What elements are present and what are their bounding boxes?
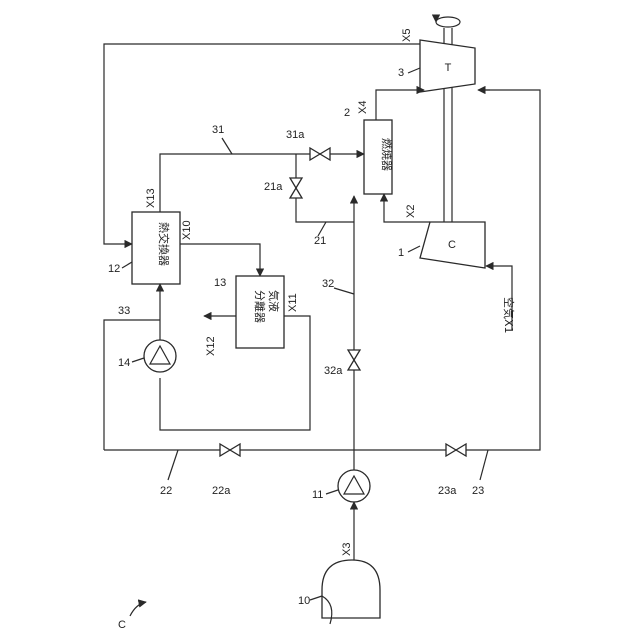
line-31 [160,154,364,212]
compressor-symbol: C [448,239,456,251]
turbine-ref-leader [408,68,420,73]
stream-x4-label: X4 [357,101,369,114]
stream-x13-label: X13 [145,188,157,208]
turbine-symbol: T [445,62,452,74]
flow-x11 [160,316,310,430]
line-23-ref: 23 [472,485,484,497]
line-23-leader [480,450,488,480]
pump-14-ref: 14 [118,357,130,369]
valve-21a-icon [290,178,302,198]
line-33-ref: 33 [118,305,130,317]
line-32-ref: 32 [322,278,334,290]
line-31-leader [222,138,232,154]
figure-label-arrow [130,602,146,616]
valve-32a-ref: 32a [324,365,343,377]
heat-exchanger-box [132,212,180,284]
line-33-return [104,320,160,450]
tank-ref: 10 [298,595,310,607]
stream-x10-label: X10 [181,220,193,240]
stream-x12-label: X12 [205,336,217,356]
pump-11-ref: 11 [312,489,323,501]
stream-x11-label: X11 [287,293,299,312]
rotation-icon [436,17,460,27]
flow-x10 [180,244,260,276]
valve-32a-icon [348,350,360,370]
separator-ref: 13 [214,277,226,289]
stream-x3-label: X3 [341,543,353,556]
valve-23a-ref: 23a [438,485,457,497]
line-31-ref: 31 [212,124,224,136]
valve-31a-ref: 31a [286,129,305,141]
tank-shape [322,560,380,618]
flow-x4 [376,90,424,120]
valve-22a-ref: 22a [212,485,231,497]
pump-14-ref-leader [132,358,144,362]
heat-exchanger-ref: 12 [108,263,120,275]
valve-23a-icon [446,444,466,456]
combustor-name: 燃焼器 [380,138,394,171]
separator-name-2: 分離器 [253,290,267,323]
turbine-ref: 3 [398,67,404,79]
valve-21a-ref: 21a [264,181,283,193]
tank-ref-leader [310,596,322,600]
line-22-leader [168,450,178,480]
figure-label: C [118,619,126,631]
line-21 [296,154,354,222]
line-32-leader [334,288,354,294]
heat-exchanger-name: 熱交換器 [157,222,171,266]
line-21-leader [318,222,326,236]
diagram-rotated-group: T 3 C 1 燃焼器 2 X2 X4 X5 空気X1 熱交換器 12 31 [104,17,540,631]
line-22-ref: 22 [160,485,172,497]
compressor-ref: 1 [398,247,404,259]
stream-x2-label: X2 [405,205,417,218]
valve-31a-icon [310,148,330,160]
stream-x1-label: 空気X1 [502,297,516,334]
heat-exchanger-ref-leader [122,262,132,268]
line-21-ref: 21 [314,235,326,247]
combustor-ref: 2 [344,107,350,119]
valve-22a-icon [220,444,240,456]
pump-11-ref-leader [326,490,338,494]
stream-x5-label: X5 [401,29,413,42]
separator-name-1: 気液 [267,290,281,312]
compressor-ref-leader [408,246,420,252]
